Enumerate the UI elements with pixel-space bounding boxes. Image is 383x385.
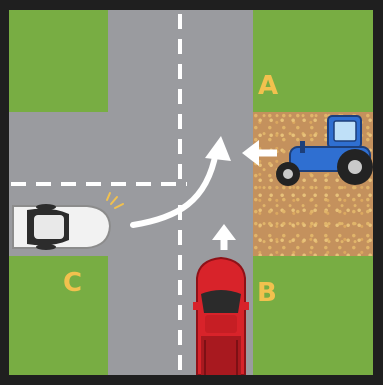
label-a: A	[258, 71, 278, 101]
white-car	[13, 204, 110, 250]
road-graphics	[9, 10, 373, 375]
turn-signal-icon	[107, 193, 123, 208]
blue-tractor	[276, 116, 373, 186]
label-b: B	[257, 278, 277, 308]
label-c: C	[63, 268, 82, 298]
red-pickup-truck	[193, 258, 249, 375]
left-arrow-icon	[242, 140, 277, 166]
intersection-scene: A B C	[9, 10, 373, 375]
up-arrow-icon	[212, 224, 236, 250]
